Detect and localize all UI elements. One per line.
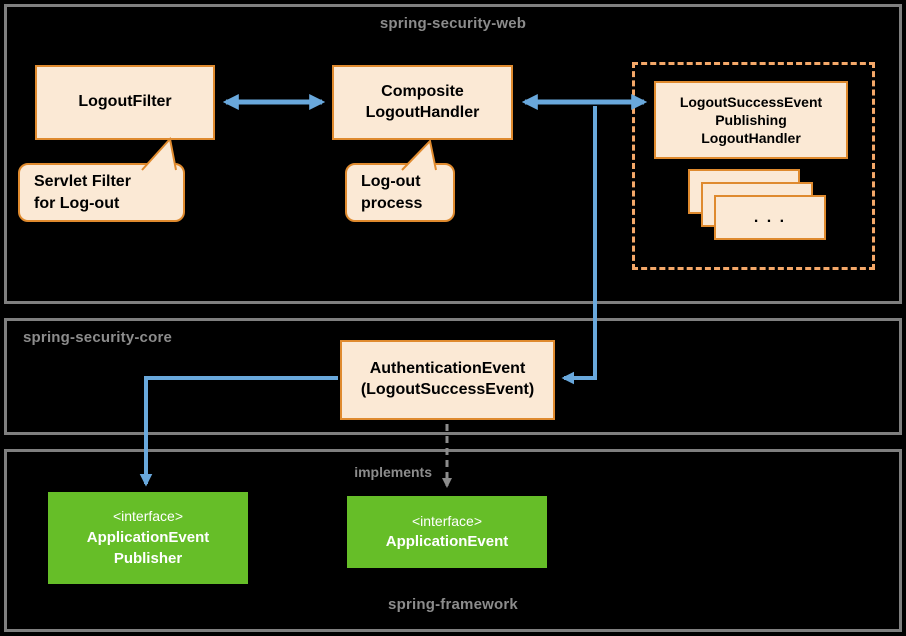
composite-logout-handler-box: Composite LogoutHandler <box>332 65 513 140</box>
handler-cards-ellipsis: . . . <box>753 208 787 226</box>
section-label-spring-security-web: spring-security-web <box>379 15 527 32</box>
servlet-filter-callout: Servlet Filter for Log-out <box>18 163 185 222</box>
servlet-callout-line-2: for Log-out <box>34 194 120 212</box>
publishing-line-1: LogoutSuccessEvent <box>679 93 823 110</box>
publisher-name-line-2: Publisher <box>113 549 183 567</box>
event-name: ApplicationEvent <box>385 533 509 551</box>
servlet-callout-line-1: Servlet Filter <box>34 172 131 190</box>
auth-event-line-1: AuthenticationEvent <box>369 360 526 378</box>
logout-filter-box: LogoutFilter <box>35 65 215 140</box>
application-event-publisher-box: <interface> ApplicationEvent Publisher <box>48 492 248 584</box>
process-callout-line-1: Log-out <box>361 172 421 190</box>
event-stereotype: <interface> <box>411 512 483 529</box>
section-label-spring-security-core: spring-security-core <box>23 329 173 346</box>
auth-event-line-2: (LogoutSuccessEvent) <box>360 381 535 398</box>
publishing-line-3: LogoutHandler <box>701 130 801 147</box>
logout-process-callout: Log-out process <box>345 163 455 222</box>
publisher-stereotype: <interface> <box>112 508 184 525</box>
application-event-box: <interface> ApplicationEvent <box>347 496 547 568</box>
logout-filter-label: LogoutFilter <box>78 93 172 111</box>
implements-label: implements <box>354 464 432 480</box>
publishing-line-2: Publishing <box>715 111 787 128</box>
publishing-handler-group-frame <box>632 62 875 270</box>
authentication-event-box: AuthenticationEvent (LogoutSuccessEvent) <box>340 340 555 420</box>
handler-card-front: . . . <box>714 195 826 240</box>
composite-line-2: LogoutHandler <box>365 103 480 121</box>
logout-success-event-publishing-box: LogoutSuccessEvent Publishing LogoutHand… <box>654 81 848 159</box>
section-label-spring-framework: spring-framework <box>388 596 518 613</box>
publisher-name-line-1: ApplicationEvent <box>86 528 210 546</box>
composite-line-1: Composite <box>381 82 464 100</box>
process-callout-line-2: process <box>361 194 423 212</box>
